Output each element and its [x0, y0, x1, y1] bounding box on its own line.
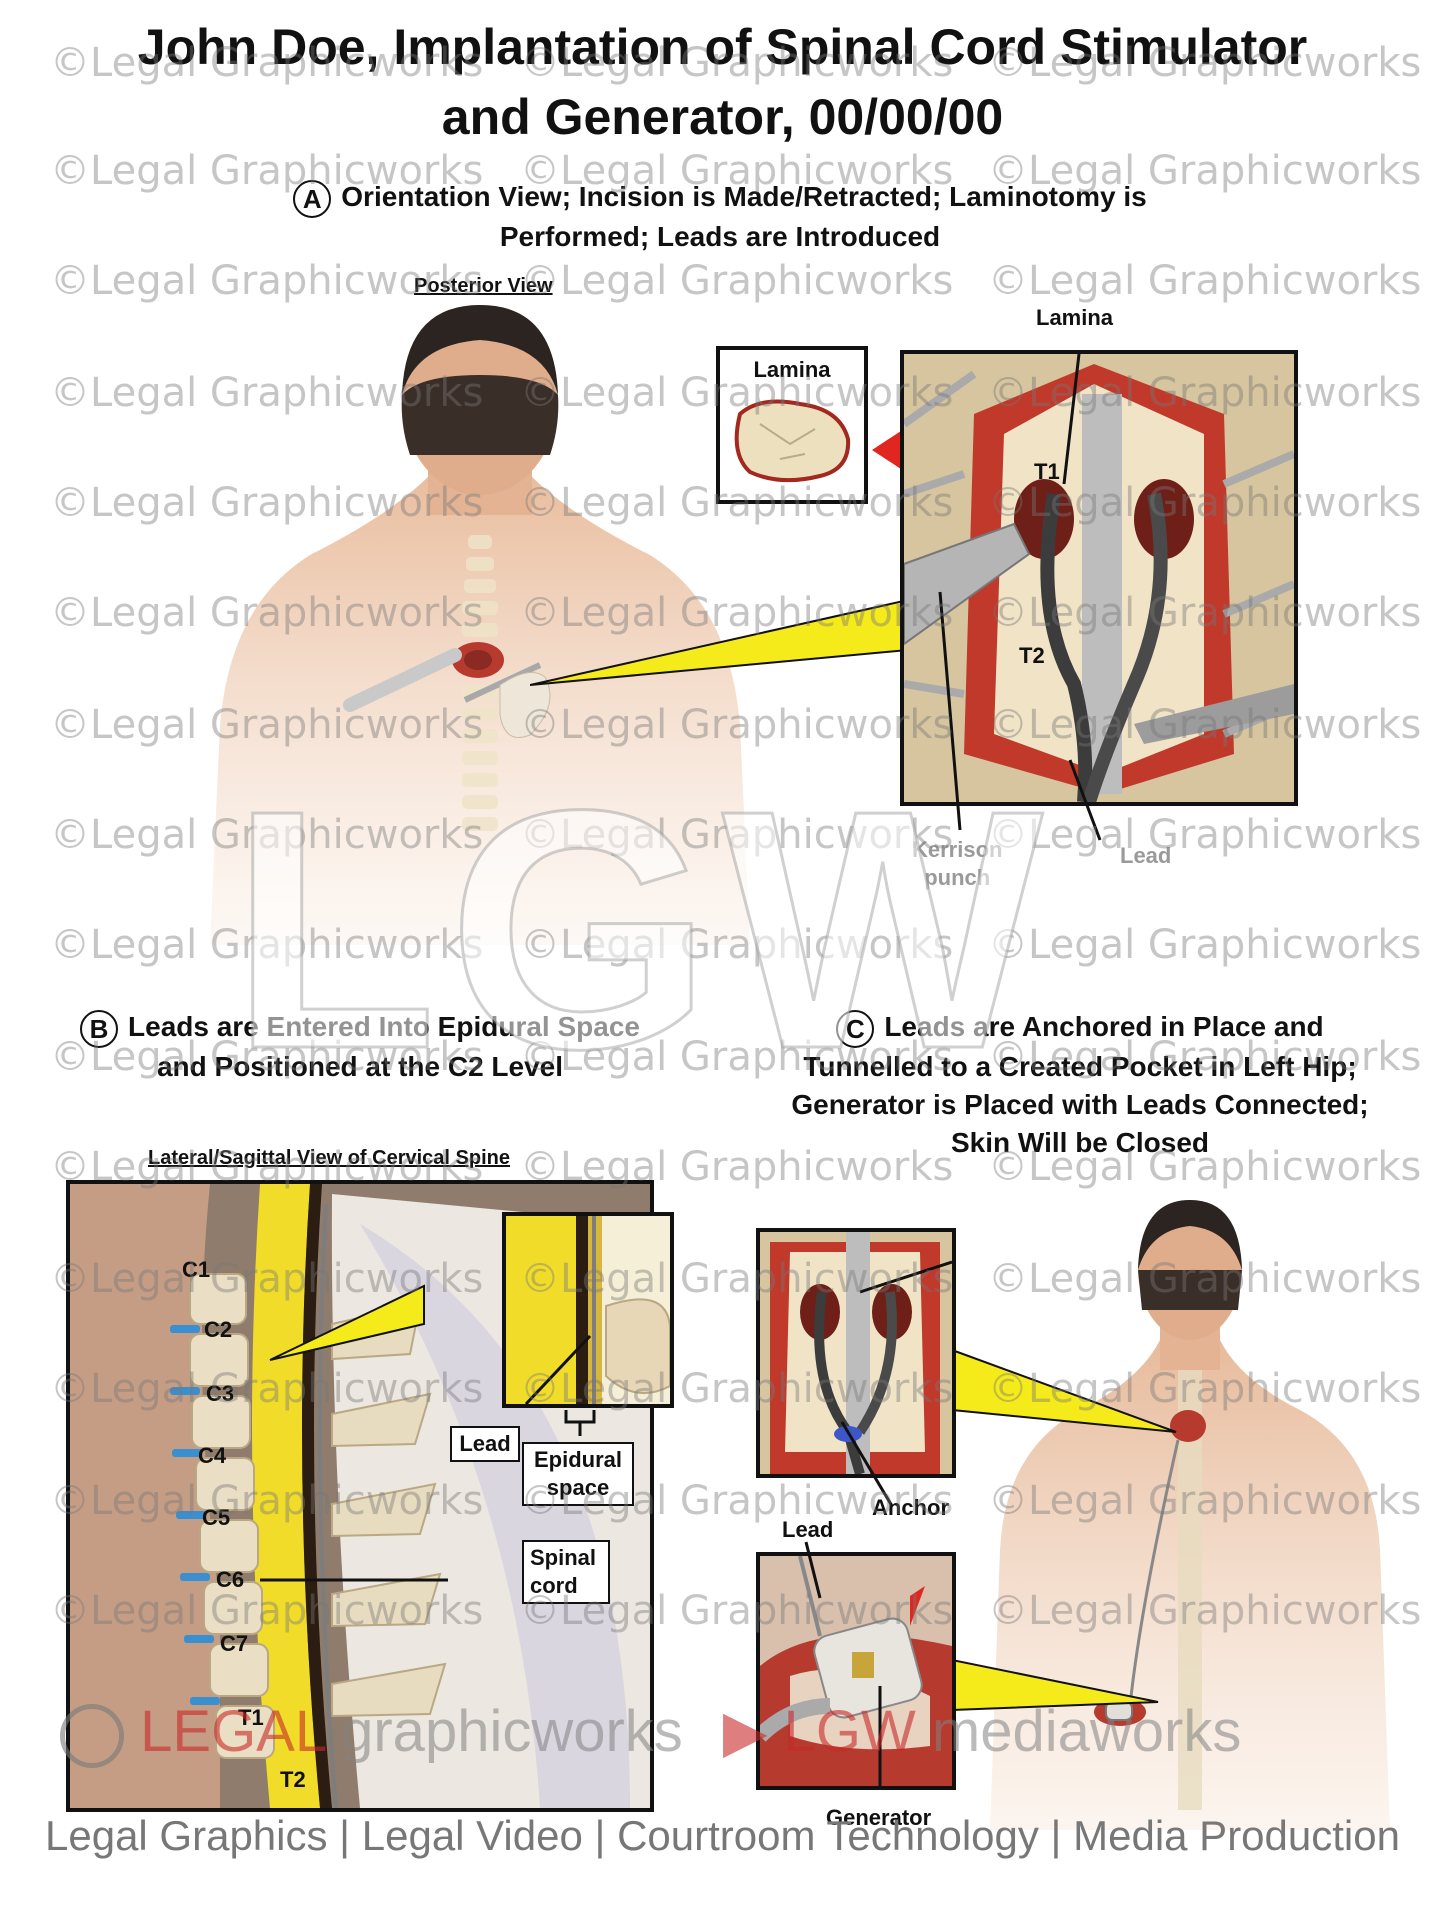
t2-label: T2 [1019, 643, 1045, 668]
anchor-illustration [760, 1232, 952, 1474]
epidural-bracket [564, 1410, 596, 1436]
vertebra-label: C6 [216, 1567, 245, 1592]
lead-label-c: Lead [782, 1517, 834, 1542]
lamina-bone-fragment [734, 399, 851, 483]
callout-a [530, 598, 909, 686]
section-b-letter: B [80, 1009, 119, 1048]
laminotomy-illustration [904, 354, 1294, 802]
vertebra-label: T2 [280, 1767, 306, 1792]
page-title: John Doe, Implantation of Spinal Cord St… [0, 12, 1445, 152]
generator-illustration [760, 1556, 952, 1786]
section-b-heading: B Leads are Entered Into Epidural Space a… [40, 1008, 680, 1086]
lamina-top-label: Lamina [1036, 305, 1114, 330]
callout-c-generator [952, 1658, 1159, 1712]
watermark-text: ©Legal Graphicworks [988, 258, 1422, 304]
footer-tagline: Legal Graphics | Legal Video | Courtroom… [45, 1812, 1400, 1859]
lead-label-a: Lead [1120, 843, 1172, 868]
title-line-1: John Doe, Implantation of Spinal Cord St… [137, 19, 1308, 75]
section-c-line-2: Tunnelled to a Created Pocket in Left Hi… [803, 1050, 1357, 1082]
section-a-line-1: Orientation View; Incision is Made/Retra… [341, 181, 1147, 212]
vertebra-label: C4 [198, 1443, 227, 1468]
watermark-text: ©Legal Graphicworks [520, 258, 954, 304]
watermark-text: ©Legal Graphicworks [988, 922, 1422, 968]
section-c-letter: C [836, 1009, 875, 1048]
vertebra-label: C1 [182, 1257, 211, 1282]
lamina-box-label: Lamina [753, 357, 831, 382]
section-c-line-4: Skin Will be Closed [950, 1126, 1209, 1158]
section-a-letter: A [293, 179, 332, 218]
posterior-view-label: Posterior View [414, 275, 553, 297]
epidural-inset-panel [502, 1212, 674, 1408]
vertebra-label: C2 [204, 1317, 233, 1342]
epidural-space-label: Epidural space [522, 1442, 634, 1506]
lateral-view-label: Lateral/Sagittal View of Cervical Spine [148, 1147, 510, 1169]
title-line-2: and Generator, 00/00/00 [441, 89, 1004, 145]
lead-label-b: Lead [450, 1426, 520, 1462]
anchor-label: Anchor [872, 1495, 949, 1520]
generator-panel [756, 1552, 956, 1790]
callout-c-anchor [952, 1348, 1177, 1433]
t1-label: T1 [1034, 459, 1060, 484]
vertebra-label: C7 [220, 1631, 249, 1656]
anchor-panel [756, 1228, 956, 1478]
anchor-leader [840, 1421, 894, 1507]
section-a-line-2: Performed; Leads are Introduced [499, 220, 941, 252]
lamina-inset-box: Lamina [716, 346, 868, 504]
generator-label: Generator [826, 1805, 932, 1830]
section-b-line-1: Leads are Entered Into Epidural Space [128, 1011, 640, 1042]
section-a-heading: A Orientation View; Incision is Made/Retr… [180, 178, 1260, 256]
epidural-inset-illustration [506, 1216, 670, 1404]
spinal-cord-label: Spinal cord [522, 1540, 610, 1604]
section-b-line-2: and Positioned at the C2 Level [156, 1050, 564, 1082]
vertebra-label: C5 [202, 1505, 231, 1530]
vertebra-labels: C1 C2 C3 C4 C5 C6 C7 T1 T2 [70, 1184, 650, 1808]
laminotomy-panel: T1 T2 [900, 350, 1298, 806]
posterior-back-illustration [210, 305, 750, 945]
section-c-heading: C Leads are Anchored in Place and Tunnell… [760, 1008, 1400, 1162]
vertebra-label: T1 [238, 1705, 264, 1730]
vertebra-label: C3 [206, 1381, 235, 1406]
kerrison-punch-label: Kerrison punch [912, 837, 1003, 890]
kerrison-lead-leaders [938, 591, 1102, 841]
lead-leader-c [804, 1541, 822, 1599]
back-illustration-c [990, 1200, 1390, 1830]
section-c-line-3: Generator is Placed with Leads Connected… [791, 1088, 1369, 1120]
section-c-line-1: Leads are Anchored in Place and [884, 1011, 1324, 1042]
